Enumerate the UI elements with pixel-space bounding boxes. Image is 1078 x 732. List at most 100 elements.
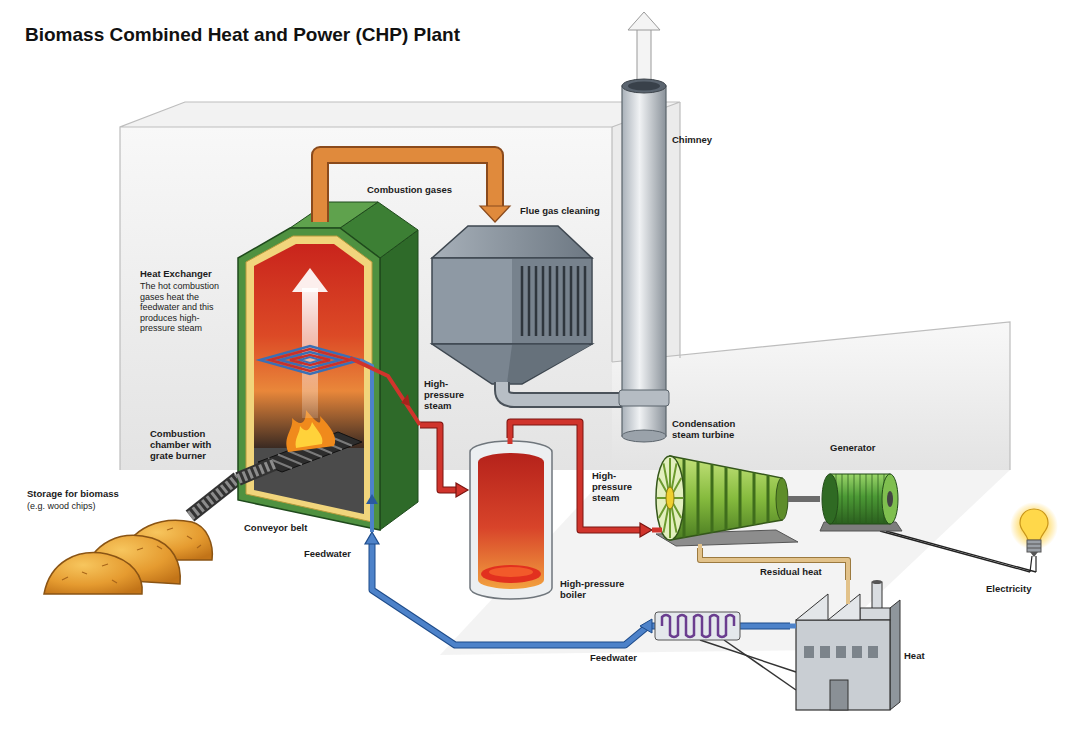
heat-consumer-shape [790, 624, 796, 629]
light-bulb-shape [1027, 544, 1041, 548]
edge-label: Combustion gases [367, 184, 452, 195]
biomass-storage-shape [44, 553, 142, 594]
generator-shape [830, 474, 890, 524]
steam-turbine-shape [670, 456, 782, 540]
heat-consumer-shape [790, 580, 902, 714]
residual-heat-exchanger [655, 612, 740, 640]
light-bulb-shape [1020, 509, 1048, 540]
chimney-shape [622, 86, 666, 436]
steam-pipe [420, 425, 468, 497]
building-walls [120, 102, 680, 127]
conveyor-belt [190, 478, 238, 516]
steam-turbine-shape [652, 450, 800, 548]
edge-label: Conveyor belt [244, 522, 307, 533]
text-anchor: High-pressure boiler [560, 578, 634, 600]
text-anchor: Residual heat [760, 566, 822, 577]
light-bulb-shape [1027, 540, 1041, 552]
text-anchor: Combustion gases [367, 184, 452, 195]
exhaust-arrow [628, 12, 660, 80]
heat-consumer-shape [804, 646, 814, 658]
flue-gas-cleaner-shape [432, 344, 592, 384]
pipe-outline [595, 392, 622, 408]
building-walls [612, 322, 1010, 470]
light-bulb: Electricity [1010, 500, 1058, 572]
flue-gas-cleaner-shape [502, 382, 595, 400]
arrowhead [456, 483, 468, 497]
chimney-shape [622, 430, 666, 442]
flue-duct [595, 400, 622, 401]
heat-wires [724, 640, 796, 690]
combustion-chamber-shape [300, 357, 320, 363]
heat-consumer-shape [852, 646, 862, 658]
chimney-shape [622, 78, 666, 442]
heat-consumer-shape [890, 600, 900, 710]
flue-gas-cleaner-shape [502, 382, 595, 400]
heat-consumer-shape [796, 620, 890, 710]
heat-consumer-shape [796, 594, 828, 620]
residual-heat-exchanger [640, 612, 740, 640]
annotation: The hot combustion gases heat the feedwa… [140, 281, 232, 334]
text-anchor: Combustion chamber with grate burner [150, 428, 234, 462]
power-wire [880, 531, 1036, 572]
combustion-chamber-shape [401, 394, 410, 406]
pressure-boiler-shape [470, 441, 552, 599]
residual-heat-pipe [700, 548, 848, 580]
flue-gas-cleaner-shape [512, 259, 591, 343]
node-label: Chimney [672, 134, 712, 145]
combustion-chamber-shape [292, 268, 328, 292]
combustion-chamber-shape [311, 200, 329, 222]
node-label: Condensation steam turbine [672, 418, 752, 440]
steam-turbine-shape [657, 458, 683, 538]
heat-consumer-shape [820, 646, 830, 658]
combustion-chamber-shape [270, 349, 350, 371]
turbine-shaft [800, 496, 820, 502]
combustion-chamber-shape [290, 355, 330, 365]
steam-turbine: Condensation steam turbine [652, 450, 800, 548]
feedwater-pipe [372, 541, 790, 645]
pressure-boiler-shape [489, 567, 533, 577]
steam-turbine-shape [788, 496, 800, 502]
arrowhead [365, 532, 379, 544]
pressure-boiler: High-pressure boiler [468, 438, 554, 604]
pipe-outline [190, 478, 238, 516]
chimney-shape [622, 79, 666, 93]
flue-gas-cleaner: Flue gas cleaning [430, 222, 595, 412]
exhaust-arrow [637, 28, 651, 80]
node-label: Combustion chamber with grate burner [150, 428, 234, 462]
light-bulb-shape [1030, 556, 1036, 572]
node-label: Electricity [986, 583, 1031, 594]
residual-heat-pipe [700, 548, 848, 580]
chimney: Chimney [622, 78, 666, 442]
generator-shape [820, 468, 902, 531]
annotation: Heat Exchanger [140, 268, 212, 279]
steam-turbine-shape [684, 459, 768, 538]
generator: Generator [820, 468, 902, 531]
text-anchor: (e.g. wood chips) [27, 501, 96, 512]
pipe-outline [700, 548, 848, 580]
flue-gas-cleaner-shape [507, 345, 591, 383]
steam-turbine-shape [666, 487, 674, 509]
steam-turbine-shape [776, 478, 788, 520]
text-anchor: Electricity [986, 583, 1031, 594]
text-anchor: High-pressure steam [592, 470, 642, 504]
text-anchor: Heat [904, 650, 925, 661]
text-anchor: Generator [830, 442, 875, 453]
arrowhead [640, 523, 652, 537]
combustion-chamber-shape [350, 358, 420, 425]
steam-pipe [420, 425, 459, 490]
building-walls [612, 322, 1010, 470]
generator-shape [882, 474, 898, 524]
heat-consumer-shape [846, 580, 850, 604]
chimney-shape [628, 82, 660, 91]
pressure-boiler-shape [481, 565, 541, 583]
biomass-storage-shape [42, 516, 214, 596]
flue-gas-cleaner-shape [430, 222, 595, 412]
combustion-chamber: Combustion chamber with grate burner [238, 200, 420, 532]
heat-consumer-shape [828, 594, 860, 620]
combustion-chamber-shape [280, 352, 340, 368]
steam-turbine-shape [698, 544, 702, 548]
arrowhead [480, 206, 510, 222]
generator-shape [822, 474, 838, 524]
text-anchor: Chimney [672, 134, 712, 145]
